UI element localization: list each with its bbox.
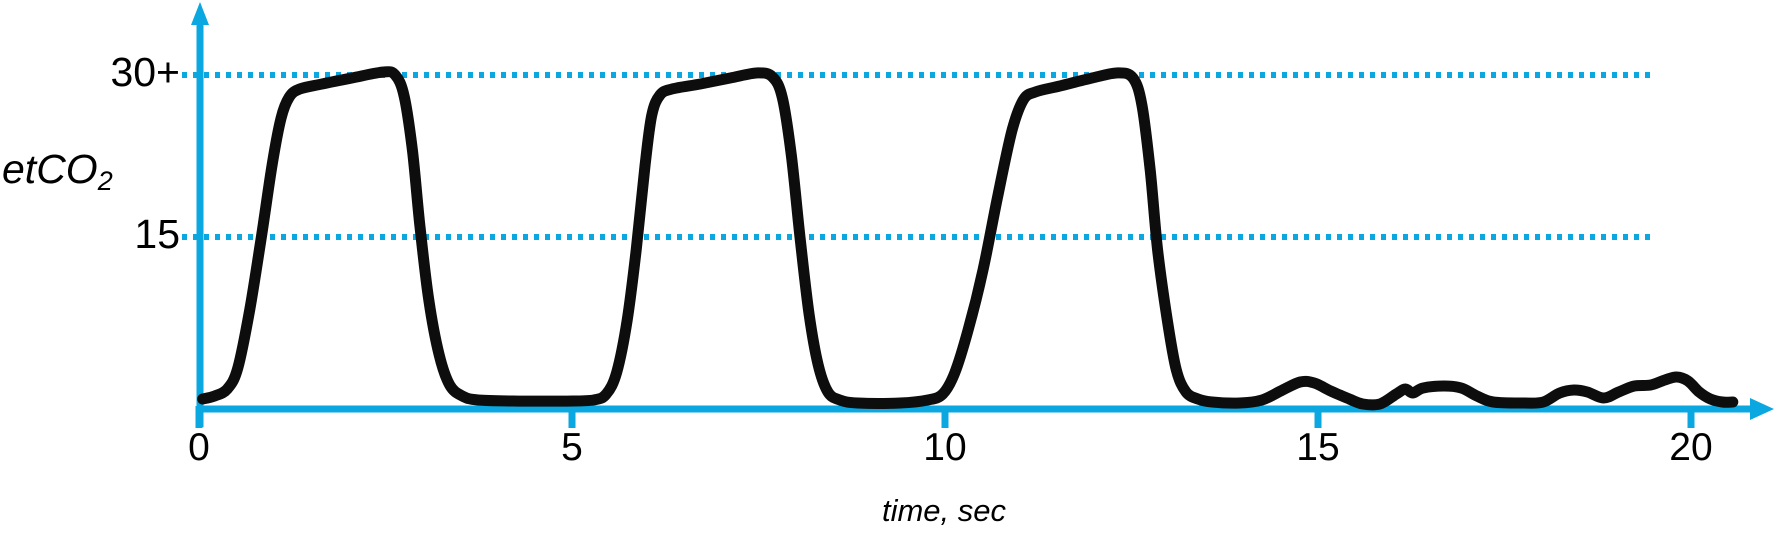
x-axis-arrowhead-icon [1750, 398, 1774, 420]
x-ticks-group: 0 5 10 15 20 [188, 406, 1713, 469]
y-axis-title: etCO2 [2, 146, 113, 196]
y-gridline-label: 30+ [110, 49, 180, 95]
x-tick-label: 10 [923, 426, 966, 469]
y-axis-title-subscript: 2 [97, 166, 113, 196]
x-tick-label: 15 [1296, 426, 1339, 469]
etco2-waveform-trace [197, 66, 1739, 411]
x-axis-title: time, sec [882, 493, 1007, 528]
y-axis-arrowhead-icon [191, 2, 209, 25]
x-tick-label: 5 [561, 426, 583, 469]
gridlines-group: 30+ 15 [110, 49, 1650, 257]
x-tick-label: 0 [188, 426, 210, 469]
y-gridline-label: 15 [134, 211, 180, 257]
y-axis-title-main: etCO [2, 146, 98, 192]
x-tick-label: 20 [1669, 426, 1712, 469]
